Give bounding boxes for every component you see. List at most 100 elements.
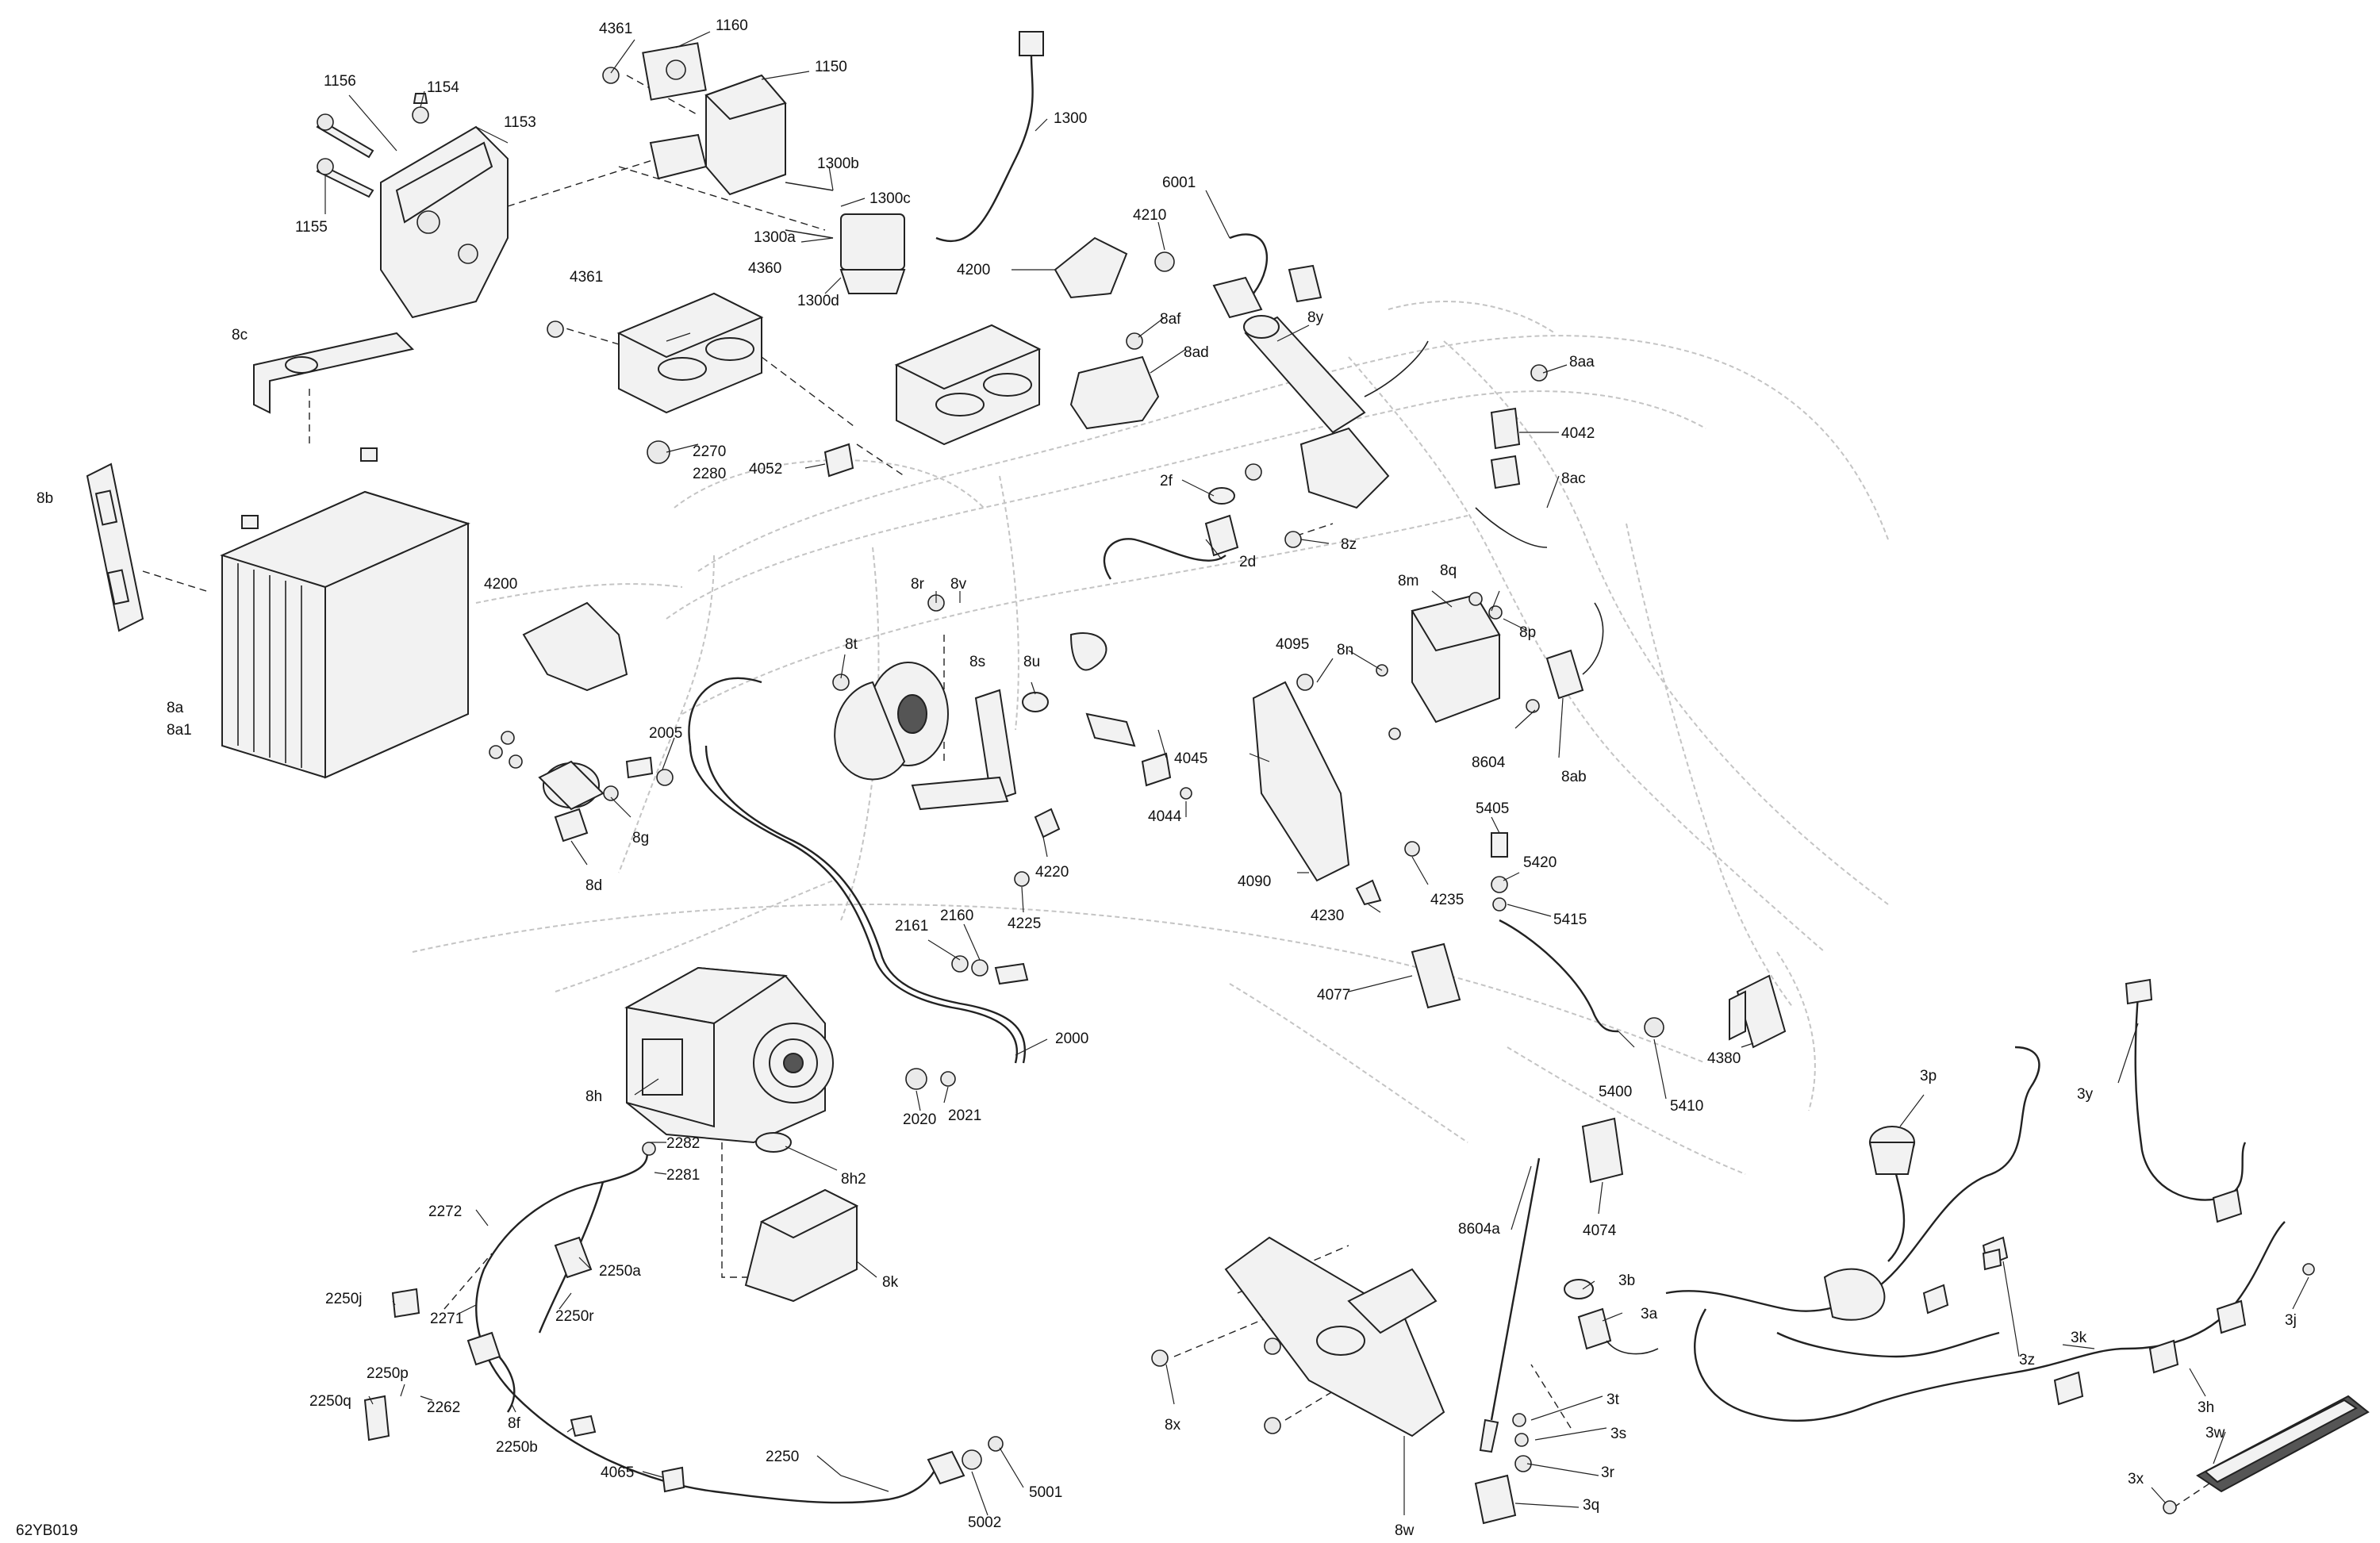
callout-2005: 2005 <box>649 725 682 742</box>
callout-2d: 2d <box>1239 554 1256 570</box>
battery-strap-8b <box>86 463 144 632</box>
callout-6001: 6001 <box>1162 175 1196 191</box>
callout-2262: 2262 <box>427 1399 460 1416</box>
callout-leaders <box>324 31 2309 1516</box>
drawing-code: 62YB019 <box>16 1522 78 1539</box>
callout-8c: 8c <box>232 327 248 344</box>
connector-3z <box>1982 1248 2315 1276</box>
callout-2250j: 2250j <box>325 1291 363 1307</box>
callout-3j: 3j <box>2285 1312 2297 1329</box>
module-bracket-1153 <box>380 125 509 319</box>
callout-8s: 8s <box>969 654 985 670</box>
callout-2f: 2f <box>1160 473 1173 489</box>
protector-4200-top <box>1054 236 1175 299</box>
connector-2250j <box>391 1288 420 1318</box>
battery-cable-2000 <box>625 677 1029 1064</box>
callout-8u: 8u <box>1023 654 1040 670</box>
callout-2021: 2021 <box>948 1107 981 1124</box>
callout-2281: 2281 <box>666 1167 700 1184</box>
callout-8604: 8604 <box>1472 754 1506 771</box>
control-module-1150 <box>602 42 787 196</box>
clip-4230 <box>1355 841 1420 906</box>
callout-4090: 4090 <box>1238 873 1271 890</box>
callout-5405: 5405 <box>1476 800 1509 817</box>
bracket-4380 <box>1729 974 1787 1049</box>
callout-1300d: 1300d <box>797 293 839 309</box>
callout-8ab: 8ab <box>1561 769 1587 785</box>
horn-8s <box>832 594 1017 811</box>
actuator-8y <box>1243 315 1429 509</box>
part-callouts: 4361 1160 1150 1156 1154 1153 1155 1300 … <box>16 17 2297 1539</box>
callout-3x: 3x <box>2128 1471 2144 1487</box>
callout-2250q: 2250q <box>309 1393 351 1410</box>
callout-2250p: 2250p <box>367 1365 409 1382</box>
callout-8t: 8t <box>845 636 858 653</box>
battery-hold-bracket-8c <box>253 332 414 414</box>
harness-2250 <box>466 1142 965 1504</box>
callout-3p: 3p <box>1920 1068 1937 1084</box>
callout-3q: 3q <box>1583 1497 1599 1514</box>
callout-3y: 3y <box>2077 1086 2094 1103</box>
callout-4380: 4380 <box>1707 1050 1741 1067</box>
connector-2250q <box>363 1395 390 1441</box>
fuse-box-4360-right <box>894 324 1042 446</box>
callout-4065: 4065 <box>601 1464 634 1481</box>
callout-2161: 2161 <box>895 918 928 935</box>
callout-4225: 4225 <box>1008 915 1041 932</box>
callout-8604a: 8604a <box>1458 1221 1500 1238</box>
tie-4045 <box>1085 712 1192 800</box>
starter-solenoid-8d <box>489 731 619 843</box>
callout-4200: 4200 <box>957 262 990 278</box>
connector-4065 <box>661 1466 685 1493</box>
callout-2272: 2272 <box>428 1203 462 1220</box>
nuts-5001-5002 <box>962 1436 1004 1470</box>
clamp-4074 <box>1581 1117 1624 1184</box>
callout-1300a: 1300a <box>754 229 796 246</box>
clip-4052 <box>823 443 854 478</box>
callout-8x: 8x <box>1165 1417 1181 1434</box>
callout-4210: 4210 <box>1133 207 1166 224</box>
callout-5420: 5420 <box>1523 854 1557 871</box>
callout-2250a: 2250a <box>599 1263 641 1280</box>
callout-1156: 1156 <box>324 73 356 90</box>
callout-1153: 1153 <box>504 114 536 131</box>
callout-8b: 8b <box>36 490 53 507</box>
callout-2280: 2280 <box>693 466 726 482</box>
callout-4220: 4220 <box>1035 864 1069 881</box>
callout-8aa: 8aa <box>1569 354 1595 370</box>
bolts-1155-1156 <box>316 93 429 198</box>
ground-cable-5400 <box>1491 832 1664 1038</box>
callout-8r: 8r <box>911 576 925 593</box>
callout-8h: 8h <box>585 1088 602 1105</box>
callout-3h: 3h <box>2198 1399 2214 1416</box>
callout-4042: 4042 <box>1561 425 1595 442</box>
connector-4042 <box>1475 364 1548 548</box>
callout-4044: 4044 <box>1148 808 1182 825</box>
mount-bracket-4090 <box>1252 674 1350 882</box>
mount-8w <box>1151 1236 1445 1437</box>
antenna-8604a <box>1474 1157 1541 1525</box>
callout-1150: 1150 <box>815 59 847 75</box>
callout-8q: 8q <box>1440 562 1457 579</box>
callout-1154: 1154 <box>427 79 459 96</box>
callout-8ac: 8ac <box>1561 470 1586 487</box>
nuts-2160-2161 <box>905 955 988 1090</box>
connector-2d <box>1103 463 1302 580</box>
grommet-8h2 <box>755 1132 792 1153</box>
callout-5415: 5415 <box>1553 912 1587 928</box>
ecu-8m <box>1376 592 1503 740</box>
callout-2020: 2020 <box>903 1111 936 1128</box>
callout-8f: 8f <box>508 1415 521 1432</box>
protector-4200-left <box>522 601 628 692</box>
abs-module-8h <box>624 966 834 1144</box>
callout-8af: 8af <box>1160 311 1181 328</box>
callout-3t: 3t <box>1606 1391 1620 1408</box>
clip-8u <box>1022 632 1107 712</box>
callout-1300b: 1300b <box>817 155 859 172</box>
callout-8z: 8z <box>1341 536 1357 553</box>
callout-4095: 4095 <box>1276 636 1309 653</box>
callout-4052: 4052 <box>749 461 782 478</box>
callout-5410: 5410 <box>1670 1098 1703 1115</box>
callout-5002: 5002 <box>968 1514 1001 1531</box>
